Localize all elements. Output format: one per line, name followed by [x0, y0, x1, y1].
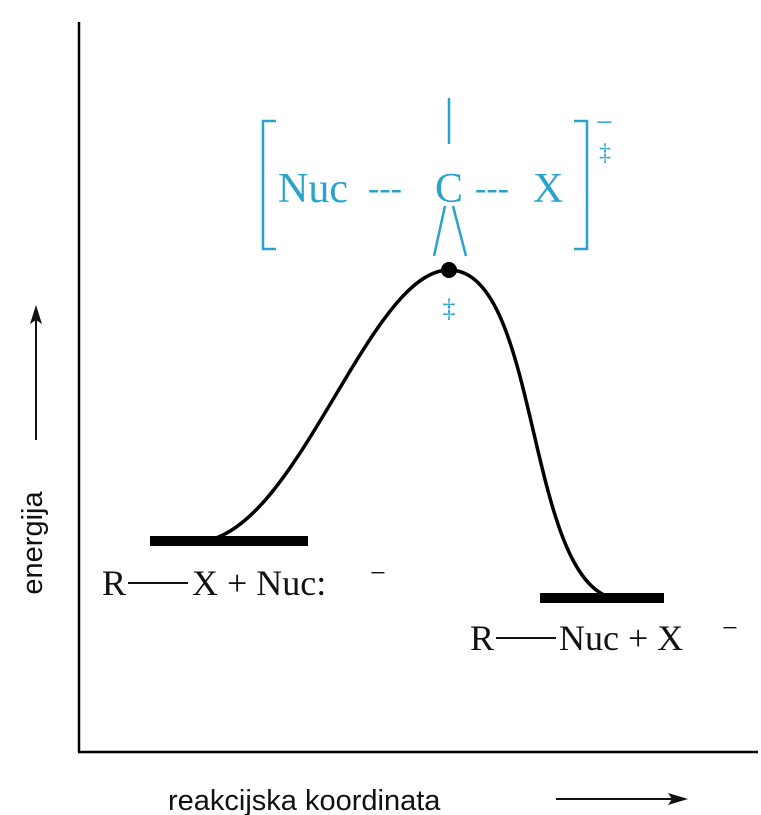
left-bracket — [261, 119, 276, 251]
ts-dashes-right: --- — [475, 170, 509, 207]
x-axis-label: reakcijska koordinata — [168, 785, 441, 815]
y-axis-label-group: energija — [17, 305, 49, 595]
reactant-formula-left: R — [102, 563, 126, 603]
ts-charge: − — [596, 106, 613, 139]
product-formula-right: Nuc + X — [559, 618, 683, 658]
wedge-bond-left — [432, 205, 447, 257]
x-axis-label-group: reakcijska koordinata — [168, 785, 688, 815]
peak-double-dagger: ‡ — [443, 294, 456, 323]
ts-central-atom: C — [435, 166, 463, 212]
ts-dashes-left: --- — [368, 170, 402, 207]
y-axis-arrow-head — [30, 305, 42, 324]
ts-leaving-group: X — [533, 166, 563, 212]
product-label: R Nuc + X − — [470, 613, 738, 658]
x-axis-arrow-head — [668, 793, 688, 805]
reactant-label: R X + Nuc: − — [102, 558, 386, 603]
product-charge: − — [722, 613, 738, 644]
transition-state-structure: Nuc --- C --- X − ‡ — [261, 98, 613, 257]
product-formula-left: R — [470, 618, 494, 658]
energy-curve — [204, 268, 613, 600]
ts-nucleophile: Nuc — [278, 166, 348, 212]
ts-double-dagger: ‡ — [599, 140, 611, 166]
right-bracket — [574, 119, 589, 251]
reactant-formula-right: X + Nuc: — [192, 563, 326, 603]
transition-state-point — [441, 262, 457, 278]
wedge-bond-right — [451, 205, 468, 257]
reactant-charge: − — [370, 558, 386, 589]
y-axis-label: energija — [17, 491, 49, 595]
